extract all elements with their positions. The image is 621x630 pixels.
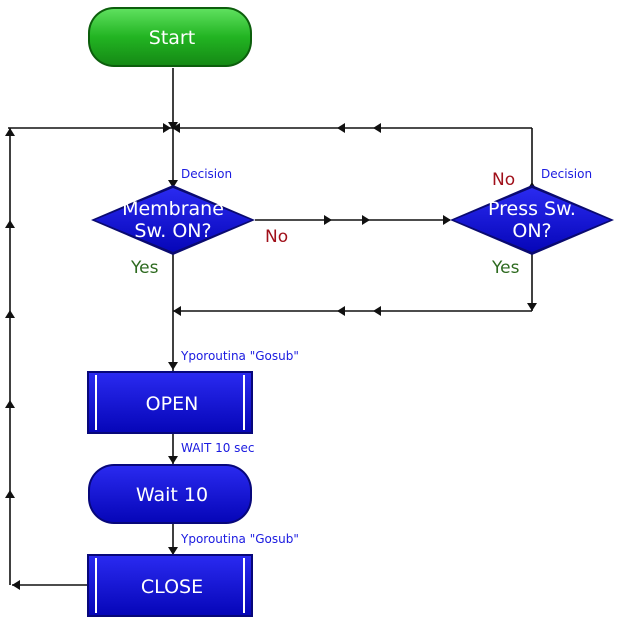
press-decision-node[interactable]: Press Sw. ON? bbox=[450, 185, 614, 255]
membrane-yes-label: Yes bbox=[130, 258, 159, 278]
wait-tag: WAIT 10 sec bbox=[181, 441, 254, 455]
press-decision-tag: Decision bbox=[541, 167, 592, 181]
arrow-left-icon bbox=[12, 580, 20, 590]
press-label-line1: Press Sw. bbox=[488, 198, 576, 220]
arrow-up-icon bbox=[5, 310, 15, 318]
arrow-up-icon bbox=[5, 220, 15, 228]
arrow-left-icon bbox=[373, 123, 381, 133]
open-node[interactable]: OPEN bbox=[87, 371, 253, 434]
arrow-left-icon bbox=[337, 306, 345, 316]
membrane-label-line2: Sw. ON? bbox=[134, 220, 211, 242]
membrane-no-label: No bbox=[265, 227, 288, 247]
press-label-line2: ON? bbox=[512, 220, 551, 242]
membrane-decision-tag: Decision bbox=[181, 167, 232, 181]
membrane-decision-node[interactable]: Membrane Sw. ON? bbox=[91, 185, 255, 255]
arrow-left-icon bbox=[173, 306, 181, 316]
arrow-left-icon bbox=[172, 123, 180, 133]
arrow-down-icon bbox=[168, 180, 178, 188]
arrow-right-icon bbox=[443, 215, 451, 225]
membrane-label-line1: Membrane bbox=[122, 198, 224, 220]
arrow-up-icon bbox=[5, 128, 15, 136]
close-label: CLOSE bbox=[141, 576, 203, 598]
close-subroutine-tag: Yporoutina "Gosub" bbox=[180, 532, 299, 546]
press-no-label: No bbox=[492, 170, 515, 190]
arrow-up-icon bbox=[5, 490, 15, 498]
arrow-right-icon bbox=[163, 123, 171, 133]
wait-node[interactable]: Wait 10 bbox=[88, 464, 252, 524]
connector-lines bbox=[8, 68, 533, 586]
arrow-left-icon bbox=[373, 306, 381, 316]
open-subroutine-tag: Yporoutina "Gosub" bbox=[180, 349, 299, 363]
start-node[interactable]: Start bbox=[88, 7, 252, 67]
press-yes-label: Yes bbox=[491, 258, 520, 278]
arrow-down-icon bbox=[168, 362, 178, 370]
wait-label: Wait 10 bbox=[136, 484, 208, 506]
arrow-up-icon bbox=[5, 400, 15, 408]
arrow-left-icon bbox=[337, 123, 345, 133]
arrow-down-icon bbox=[168, 456, 178, 464]
arrow-right-icon bbox=[362, 215, 370, 225]
arrow-right-icon bbox=[324, 215, 332, 225]
close-node[interactable]: CLOSE bbox=[87, 554, 253, 617]
arrow-down-icon bbox=[527, 303, 537, 311]
arrow-down-icon bbox=[168, 122, 178, 130]
arrow-down-icon bbox=[168, 547, 178, 555]
arrowheads bbox=[5, 122, 537, 590]
start-label: Start bbox=[149, 27, 195, 49]
open-label: OPEN bbox=[146, 393, 199, 415]
